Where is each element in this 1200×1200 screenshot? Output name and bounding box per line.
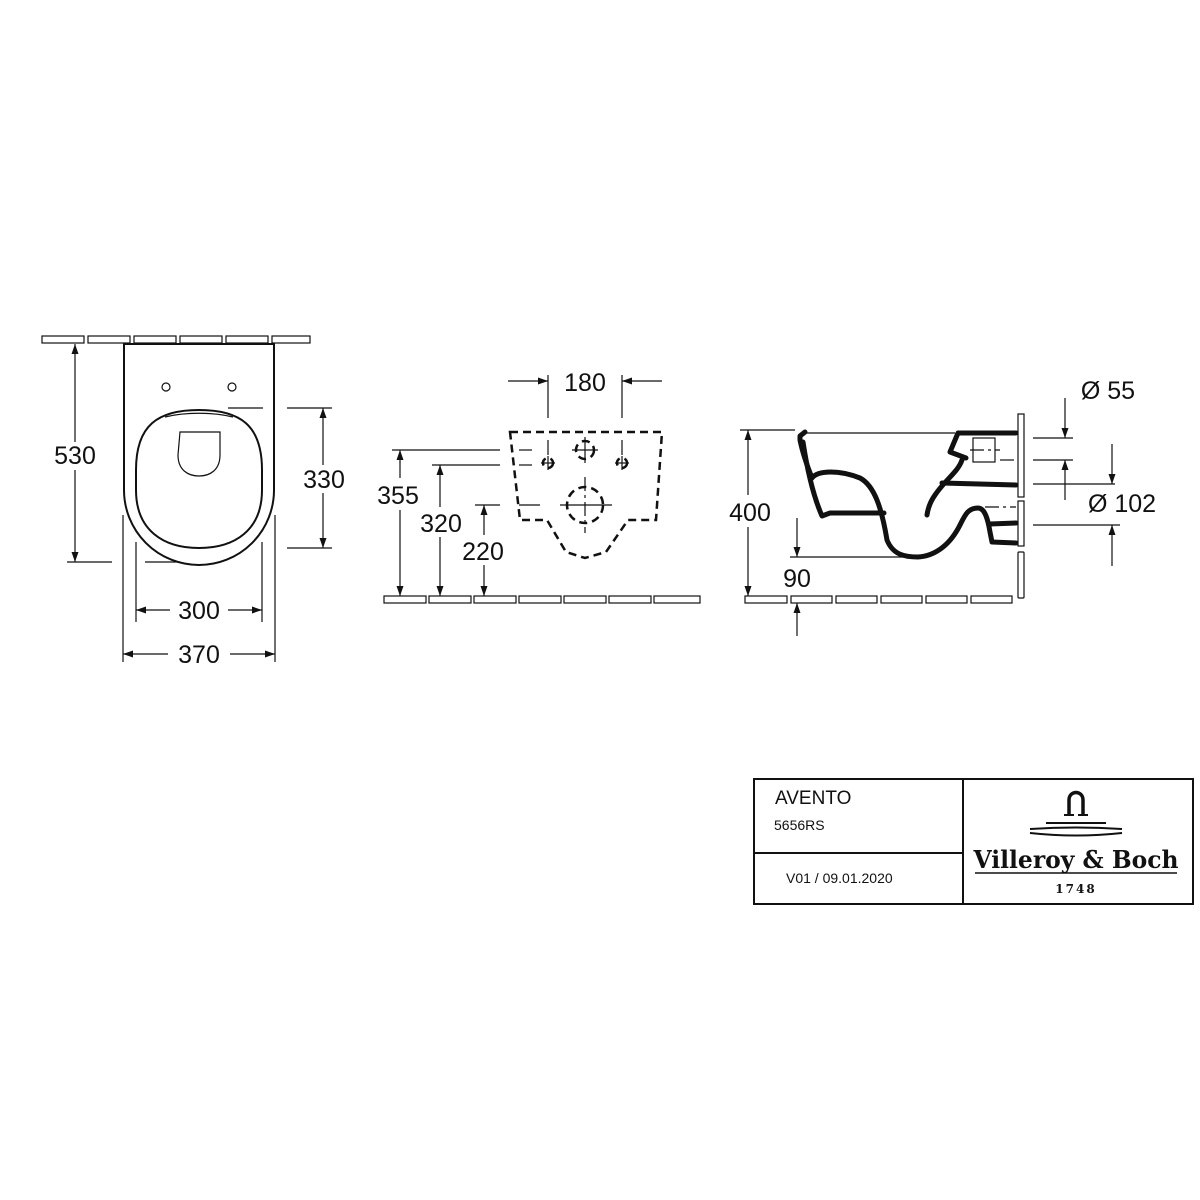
bowl-outline: [123, 343, 275, 566]
product-code: 5656RS: [774, 817, 825, 833]
dimension-seat-depth: 330: [303, 466, 345, 494]
dimension-height-220: 220: [462, 538, 504, 566]
bowl-contour-dashed: [508, 430, 664, 560]
seat-outline: [135, 408, 263, 550]
dimension-height: 400: [729, 499, 771, 527]
title-block: AVENTO 5656RS V01 / 09.01.2020 Villeroy …: [753, 778, 1194, 905]
top-view: 530 330 300 370: [41, 335, 345, 669]
bowl-opening: [177, 431, 221, 477]
dimension-height-355: 355: [377, 482, 419, 510]
dimension-fixing-spacing: 180: [564, 369, 606, 397]
logo-wordmark: Villeroy & Boch: [973, 845, 1179, 874]
floor-tiles: [383, 595, 701, 604]
dimension-height-320: 320: [420, 510, 462, 538]
dimension-outlet-height: 90: [783, 565, 811, 593]
rear-view: 180 355 320 220: [377, 369, 701, 604]
version-date: V01 / 09.01.2020: [786, 870, 893, 886]
villeroy-boch-logo: Villeroy & Boch 1748: [973, 790, 1179, 896]
seat-hinge-hole: [161, 382, 171, 392]
dimension-inlet-diameter: Ø 55: [1081, 377, 1135, 405]
seat-hinge-hole: [227, 382, 237, 392]
logo-year: 1748: [1055, 882, 1096, 896]
wall-section: [1017, 413, 1025, 599]
dimension-outlet-diameter: Ø 102: [1088, 490, 1156, 518]
bowl-cross-section: [797, 429, 1019, 560]
dimension-outer-width: 370: [178, 641, 220, 669]
dimension-depth: 530: [54, 442, 96, 470]
side-view: 400 90 Ø 55 Ø 102: [729, 377, 1156, 636]
floor-tiles: [744, 595, 1013, 604]
wall-tiles: [41, 335, 311, 344]
fixing-hole-markers: [541, 437, 629, 533]
product-name: AVENTO: [775, 788, 851, 809]
dimension-inner-width: 300: [178, 597, 220, 625]
